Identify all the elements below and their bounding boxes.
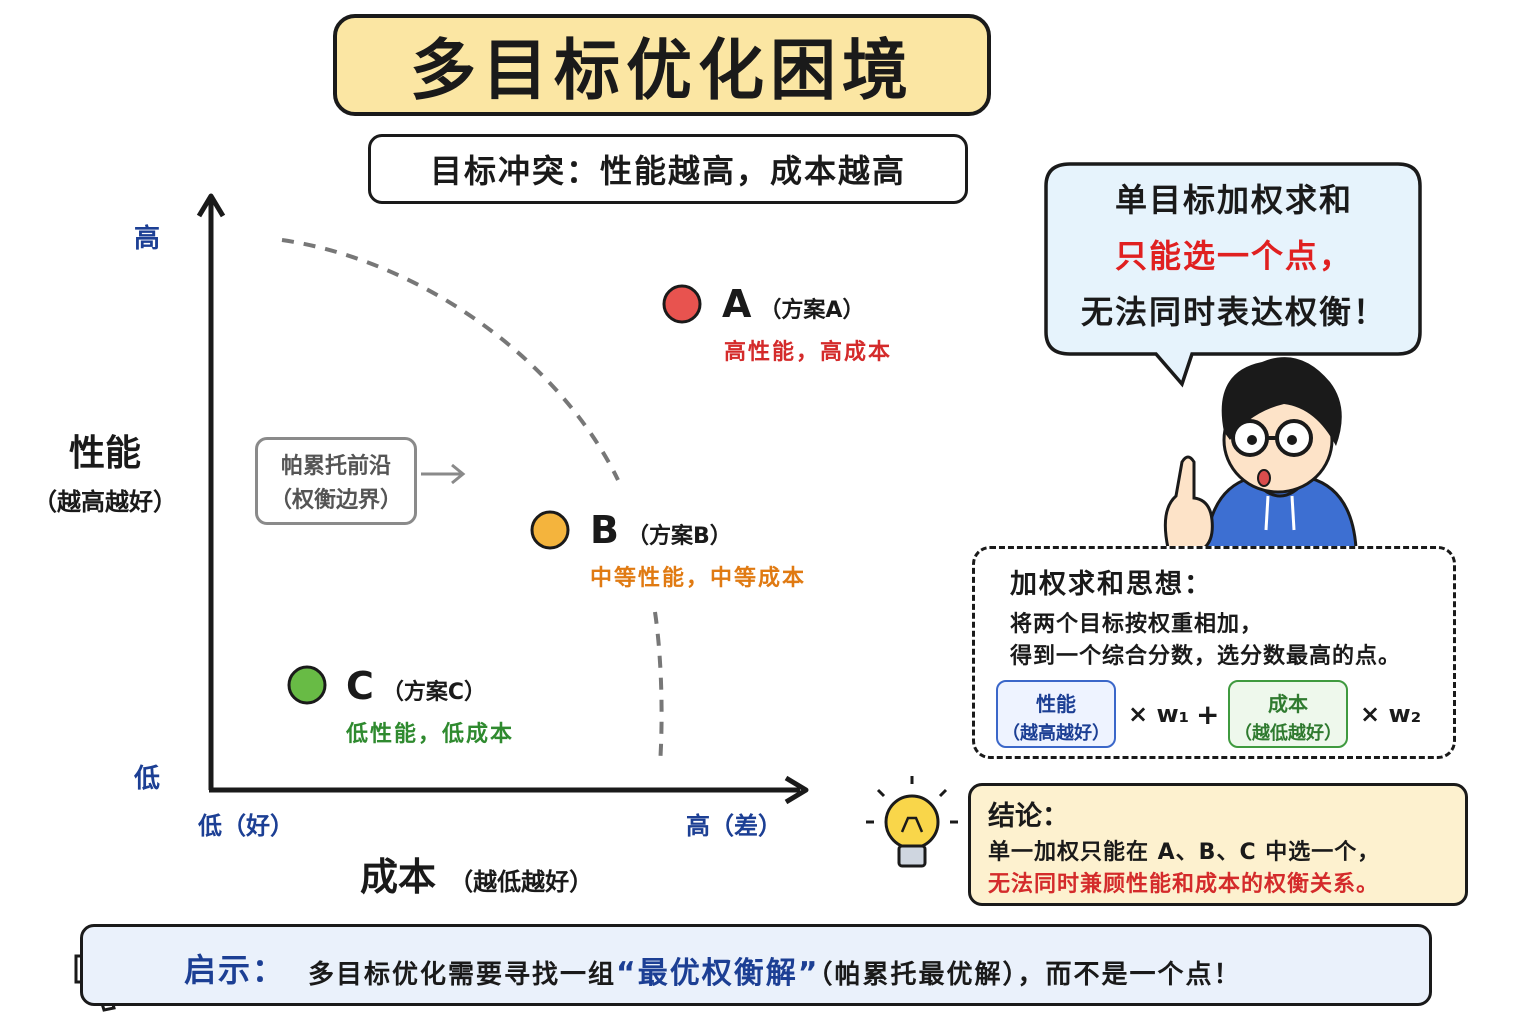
hint-text-after: （帕累托最优解），而不是一个点！ <box>819 960 1242 990</box>
y-axis-arrowhead <box>196 193 226 218</box>
hint-text: 多目标优化需要寻找一组“最优权衡解”（帕累托最优解），而不是一个点！ <box>308 948 1241 992</box>
page-title: 多目标优化困境 <box>410 32 914 109</box>
point-b-marker <box>530 510 570 550</box>
point-c-name: C <box>346 664 374 708</box>
hint-box <box>80 924 1432 1006</box>
point-a-desc: 高性能，高成本 <box>724 340 893 365</box>
point-a-label: A （方案A） <box>722 282 864 326</box>
pareto-frontier-lower <box>653 611 664 766</box>
conclusion-title: 结论： <box>988 801 1069 832</box>
title-banner: 多目标优化困境 <box>333 14 991 116</box>
point-c-marker <box>287 665 327 705</box>
term-cost-box: 成本 （越低越好） <box>1228 680 1348 748</box>
y-high-label: 高 <box>134 224 161 254</box>
y-axis-sublabel: （越高越好） <box>33 488 177 516</box>
point-b-tag: （方案B） <box>626 524 732 549</box>
point-c-desc: 低性能，低成本 <box>346 722 515 747</box>
speech-line3: 无法同时表达权衡！ <box>1080 293 1387 331</box>
pareto-label-box: 帕累托前沿 （权衡边界） <box>255 437 417 525</box>
page-subtitle: 目标冲突：性能越高，成本越高 <box>429 152 906 190</box>
x-axis-label: 成本 <box>360 855 437 899</box>
conclusion-line1: 单一加权只能在 A、B、C 中选一个， <box>988 840 1381 865</box>
x-low-label: 低（好） <box>198 812 294 840</box>
speech-line2: 只能选一个点， <box>1114 237 1353 275</box>
plus-sign: + <box>1196 698 1220 731</box>
hint-label: 启示： <box>184 951 287 989</box>
conclusion-line2: 无法同时兼顾性能和成本的权衡关系。 <box>988 872 1380 897</box>
point-a-marker <box>662 284 702 324</box>
point-a-tag: （方案A） <box>759 298 865 323</box>
pareto-line1: 帕累托前沿 <box>280 454 391 479</box>
x-axis-title: 成本 （越低越好） <box>360 846 593 901</box>
y-axis-label: 性能 <box>68 433 141 474</box>
x-axis-sublabel: （越低越好） <box>449 868 594 896</box>
weighted-line1: 将两个目标按权重相加， <box>1010 612 1264 637</box>
lightbulb-icon <box>866 776 958 868</box>
x-high-label: 高（差） <box>686 812 782 840</box>
speech-bubble-text: 单目标加权求和 只能选一个点， 无法同时表达权衡！ <box>1048 172 1420 340</box>
weighted-line2: 得到一个综合分数，选分数最高的点。 <box>1010 644 1402 669</box>
conclusion-box <box>968 783 1468 906</box>
character-illustration <box>1163 357 1358 550</box>
subtitle-banner: 目标冲突：性能越高，成本越高 <box>368 134 968 204</box>
point-a-name: A <box>722 282 752 326</box>
term-cost-name: 成本 <box>1268 692 1308 716</box>
point-c-tag: （方案C） <box>381 680 487 705</box>
speech-bubble <box>1044 162 1422 388</box>
weighted-sum-title: 加权求和思想： <box>1010 569 1213 600</box>
speech-line1: 单目标加权求和 <box>1114 181 1353 219</box>
point-c-label: C （方案C） <box>346 664 486 708</box>
term-performance-name: 性能 <box>1036 692 1076 716</box>
hint-text-before: 多目标优化需要寻找一组 <box>308 960 617 990</box>
term-cost-sub: （越低越好） <box>1234 723 1342 744</box>
point-b-desc: 中等性能，中等成本 <box>590 566 807 591</box>
times-w2: × w₂ <box>1360 700 1422 728</box>
y-low-label: 低 <box>134 764 161 794</box>
times-w1: × w₁ <box>1128 700 1190 728</box>
y-axis-title: 性能 （越高越好） <box>30 424 180 517</box>
term-performance-sub: （越高越好） <box>1002 723 1110 744</box>
point-b-name: B <box>590 508 619 552</box>
x-axis-arrowhead <box>784 775 809 805</box>
point-b-label: B （方案B） <box>590 508 732 552</box>
hint-highlight: “最优权衡解” <box>616 956 820 991</box>
pareto-line2: （权衡边界） <box>269 488 402 513</box>
term-performance-box: 性能 （越高越好） <box>996 680 1116 748</box>
